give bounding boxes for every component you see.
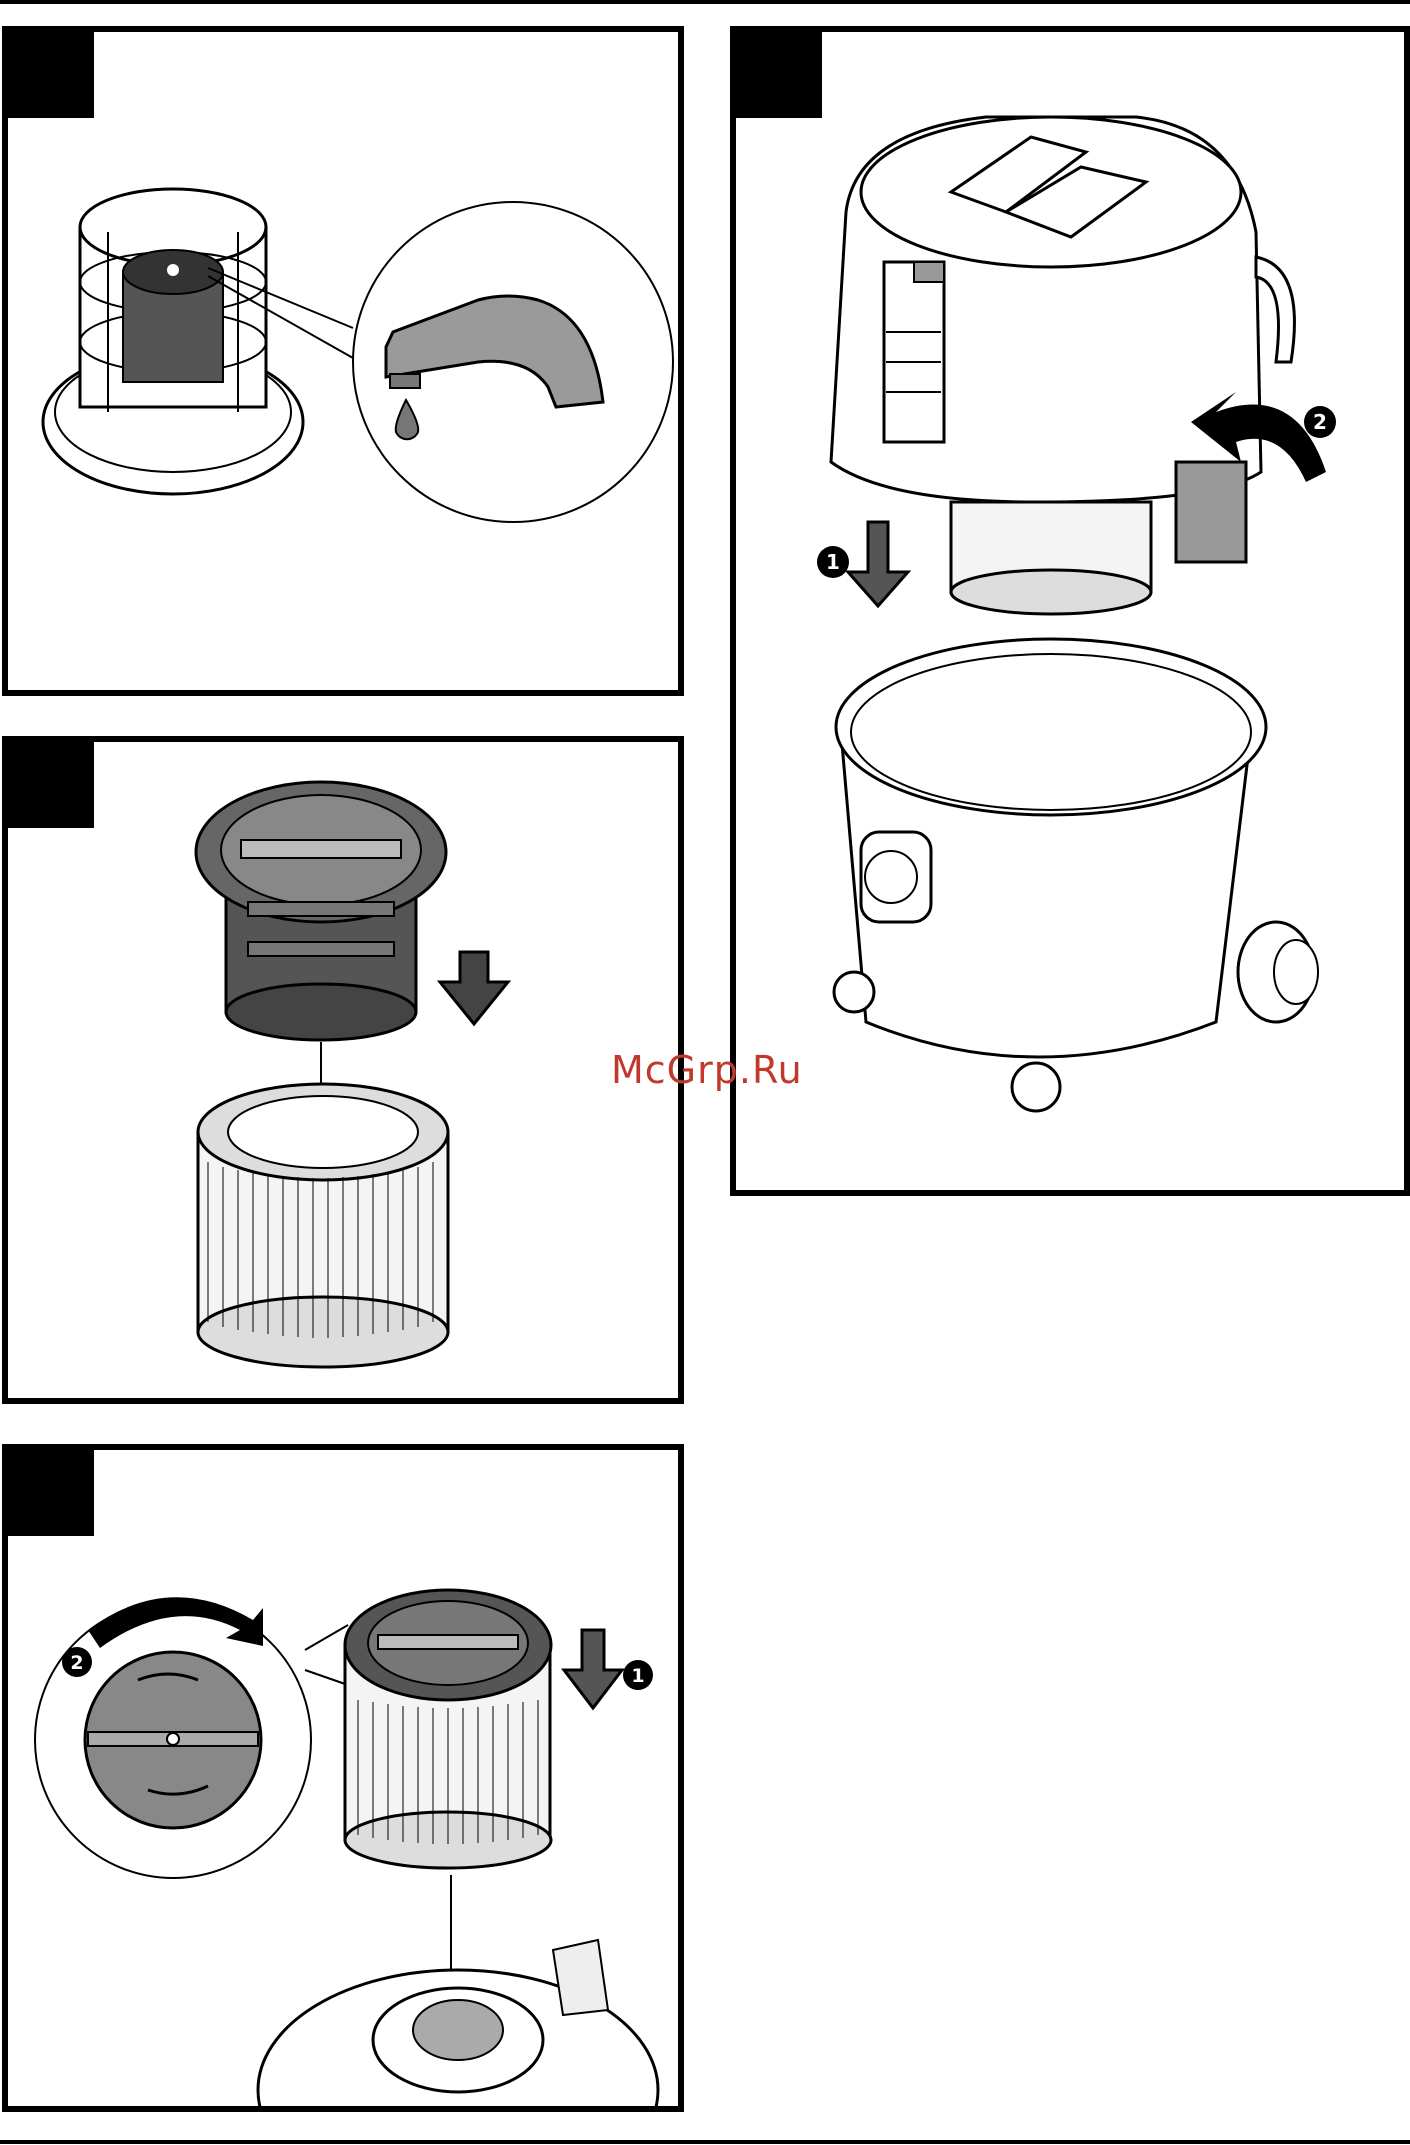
bottom-rule	[0, 2140, 1410, 2144]
step-marker-1: 1	[826, 550, 840, 574]
step-marker-2: 2	[1313, 410, 1327, 434]
panel-remove-filter	[2, 736, 684, 1404]
panel-install-filter: 2 1	[2, 1444, 684, 2112]
panel-open-container: 2 1	[730, 26, 1410, 1196]
rinse-illustration	[8, 32, 678, 690]
watermark: McGrp.Ru	[611, 1048, 803, 1092]
open-container-illustration: 2 1	[736, 32, 1404, 1190]
install-filter-illustration: 2 1	[8, 1450, 678, 2106]
step-marker-2: 2	[70, 1652, 83, 1674]
step-marker-1: 1	[631, 1665, 644, 1687]
remove-filter-illustration	[8, 742, 678, 1398]
panel-rinse-filter	[2, 26, 684, 696]
top-rule	[0, 0, 1410, 4]
